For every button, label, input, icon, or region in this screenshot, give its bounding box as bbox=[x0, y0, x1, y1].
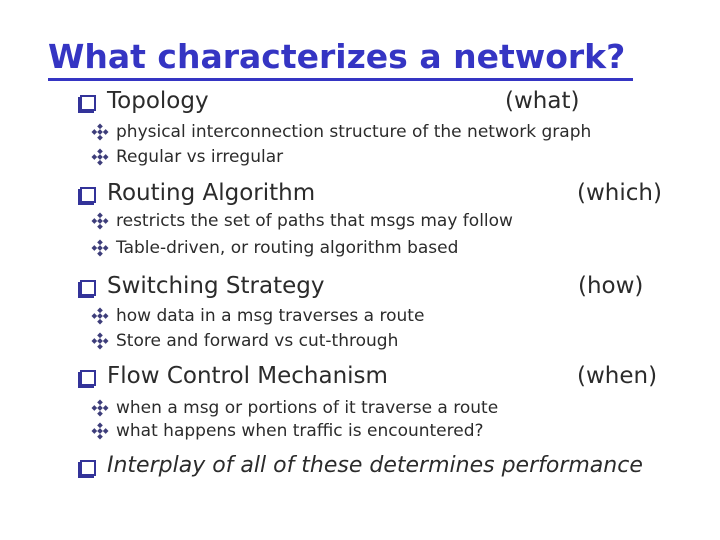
section-switching-strategy: Switching Strategy bbox=[78, 272, 324, 300]
subitem: physical interconnection structure of th… bbox=[94, 121, 591, 143]
subitem: what happens when traffic is encountered… bbox=[94, 420, 484, 442]
diamond-bullet-icon bbox=[97, 405, 103, 411]
annotation-how: (how) bbox=[578, 273, 644, 299]
diamond-bullet-icon bbox=[97, 218, 103, 224]
annotation-which: (which) bbox=[577, 180, 662, 206]
subitem-text: restricts the set of paths that msgs may… bbox=[116, 211, 513, 231]
annotation-when: (when) bbox=[577, 363, 658, 389]
diamond-bullet-icon bbox=[97, 245, 103, 251]
subitem: when a msg or portions of it traverse a … bbox=[94, 397, 498, 419]
square-bullet-icon bbox=[80, 95, 96, 111]
section-heading: Topology bbox=[107, 88, 209, 114]
section-heading: Routing Algorithm bbox=[107, 180, 316, 206]
subitem-text: what happens when traffic is encountered… bbox=[116, 421, 484, 441]
subitem-text: how data in a msg traverses a route bbox=[116, 306, 425, 326]
subitem: Regular vs irregular bbox=[94, 146, 283, 168]
section-heading: Interplay of all of these determines per… bbox=[107, 453, 643, 478]
subitem: Store and forward vs cut-through bbox=[94, 330, 398, 352]
section-topology: Topology bbox=[78, 87, 209, 115]
square-bullet-icon bbox=[80, 187, 96, 203]
diamond-bullet-icon bbox=[97, 338, 103, 344]
subitem: how data in a msg traverses a route bbox=[94, 305, 424, 327]
section-heading: Switching Strategy bbox=[107, 273, 325, 299]
subitem-text: Table-driven, or routing algorithm based bbox=[116, 238, 459, 258]
diamond-bullet-icon bbox=[97, 428, 103, 434]
square-bullet-icon bbox=[80, 280, 96, 296]
section-routing-algorithm: Routing Algorithm bbox=[78, 179, 315, 207]
section-heading: Flow Control Mechanism bbox=[107, 363, 388, 389]
subitem: Table-driven, or routing algorithm based bbox=[94, 237, 458, 259]
section-interplay: Interplay of all of these determines per… bbox=[78, 452, 643, 480]
diamond-bullet-icon bbox=[97, 154, 103, 160]
subitem: restricts the set of paths that msgs may… bbox=[94, 210, 513, 232]
subitem-text: Store and forward vs cut-through bbox=[116, 331, 399, 351]
subitem-text: when a msg or portions of it traverse a … bbox=[116, 398, 499, 418]
section-flow-control-mechanism: Flow Control Mechanism bbox=[78, 362, 388, 390]
subitem-text: Regular vs irregular bbox=[116, 147, 284, 167]
subitem-text: physical interconnection structure of th… bbox=[116, 122, 592, 142]
square-bullet-icon bbox=[80, 370, 96, 386]
slide-title: What characterizes a network? bbox=[48, 38, 634, 81]
diamond-bullet-icon bbox=[97, 313, 103, 319]
annotation-what: (what) bbox=[505, 88, 580, 114]
square-bullet-icon bbox=[80, 460, 96, 476]
diamond-bullet-icon bbox=[97, 129, 103, 135]
